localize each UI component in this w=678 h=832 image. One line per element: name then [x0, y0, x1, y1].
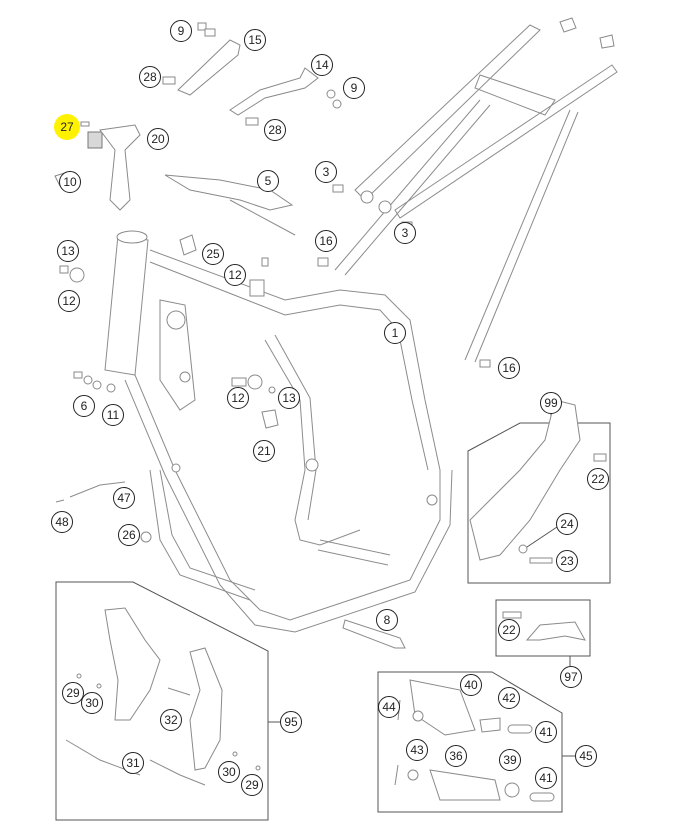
callout-16[interactable]: 16	[315, 230, 337, 252]
callout-1[interactable]: 1	[384, 322, 406, 344]
callout-12[interactable]: 12	[58, 290, 80, 312]
callout-30[interactable]: 30	[218, 761, 240, 783]
callout-12[interactable]: 12	[227, 387, 249, 409]
callout-13[interactable]: 13	[57, 240, 79, 262]
callout-8[interactable]: 8	[376, 609, 398, 631]
callout-23[interactable]: 23	[556, 550, 578, 572]
callout-20[interactable]: 20	[147, 128, 169, 150]
callout-29[interactable]: 29	[241, 774, 263, 796]
callout-40[interactable]: 40	[460, 674, 482, 696]
callout-28[interactable]: 28	[139, 66, 161, 88]
main-frame-part	[104, 230, 453, 633]
callout-97[interactable]: 97	[560, 666, 582, 688]
callout-3[interactable]: 3	[394, 222, 416, 244]
callout-10[interactable]: 10	[59, 171, 81, 193]
callout-28[interactable]: 28	[264, 119, 286, 141]
callout-47[interactable]: 47	[113, 487, 135, 509]
callout-22[interactable]: 22	[587, 468, 609, 490]
side-stand-parts	[162, 22, 342, 126]
callout-22[interactable]: 22	[498, 619, 520, 641]
callout-36[interactable]: 36	[445, 745, 467, 767]
callout-14[interactable]: 14	[311, 54, 333, 76]
callout-31[interactable]: 31	[122, 752, 144, 774]
chain-guide-5-part	[164, 174, 296, 236]
callout-99[interactable]: 99	[540, 392, 562, 414]
rear-subframe-part	[334, 24, 618, 363]
callout-43[interactable]: 43	[406, 739, 428, 761]
callout-29[interactable]: 29	[62, 682, 84, 704]
callout-9[interactable]: 9	[343, 77, 365, 99]
callout-5[interactable]: 5	[257, 170, 279, 192]
callout-13[interactable]: 13	[278, 387, 300, 409]
callout-27[interactable]: 27	[56, 116, 78, 138]
callout-16[interactable]: 16	[498, 357, 520, 379]
box-95	[55, 581, 280, 821]
callout-9[interactable]: 9	[170, 20, 192, 42]
box-99	[467, 399, 611, 584]
callout-11[interactable]: 11	[102, 404, 124, 426]
box-45	[377, 671, 575, 813]
callout-48[interactable]: 48	[51, 511, 73, 533]
callout-45[interactable]: 45	[575, 745, 597, 767]
callout-42[interactable]: 42	[498, 687, 520, 709]
callout-3[interactable]: 3	[315, 161, 337, 183]
callout-30[interactable]: 30	[81, 692, 103, 714]
small-parts-center	[55, 17, 615, 649]
callout-12[interactable]: 12	[224, 264, 246, 286]
callout-41[interactable]: 41	[535, 767, 557, 789]
callout-24[interactable]: 24	[556, 513, 578, 535]
callout-25[interactable]: 25	[202, 243, 224, 265]
callout-95[interactable]: 95	[280, 711, 302, 733]
callout-41[interactable]: 41	[535, 721, 557, 743]
callout-32[interactable]: 32	[160, 709, 182, 731]
callout-6[interactable]: 6	[73, 395, 95, 417]
callout-26[interactable]: 26	[118, 524, 140, 546]
callout-15[interactable]: 15	[244, 29, 266, 51]
box-97	[495, 599, 591, 666]
callout-39[interactable]: 39	[499, 749, 521, 771]
callout-21[interactable]: 21	[253, 440, 275, 462]
callout-44[interactable]: 44	[378, 696, 400, 718]
